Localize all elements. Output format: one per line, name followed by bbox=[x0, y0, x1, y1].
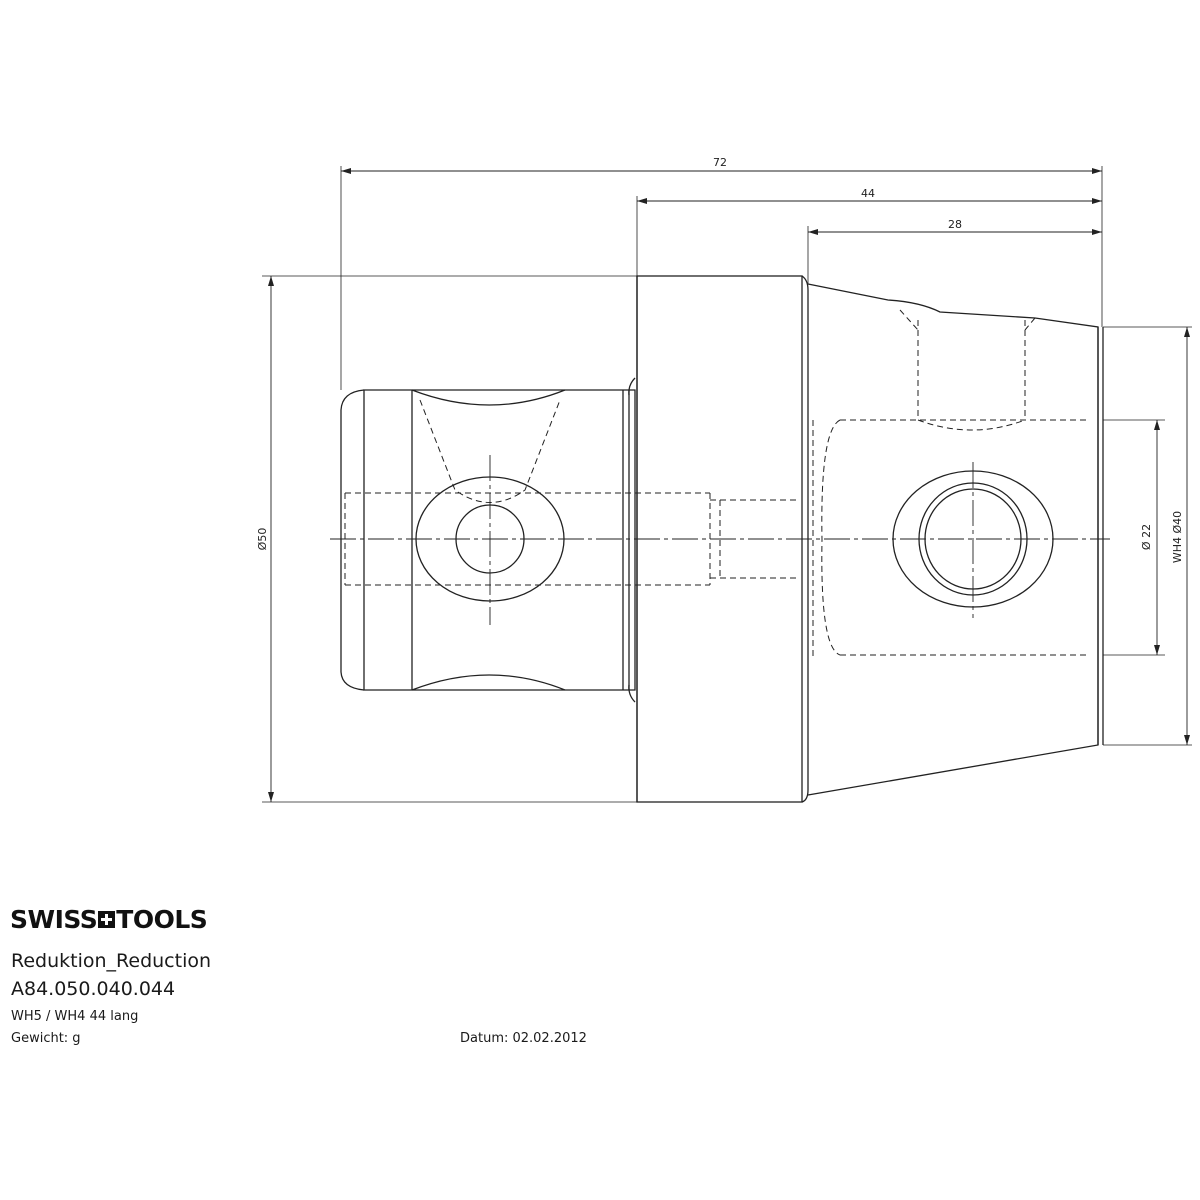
brand-logo: SWISS TOOLS bbox=[10, 902, 208, 936]
dim-diameter-22-label: Ø 22 bbox=[1140, 524, 1153, 550]
drawing-date: Datum: 02.02.2012 bbox=[460, 1031, 587, 1046]
part-spec: WH5 / WH4 44 lang bbox=[11, 1009, 139, 1024]
dim-72-label: 72 bbox=[713, 156, 727, 169]
center-lines bbox=[330, 455, 1110, 625]
dimension-lines bbox=[268, 168, 1190, 802]
brand-part1: SWISS bbox=[10, 904, 98, 934]
left-shank-chamfer bbox=[340, 389, 365, 691]
dim-28-label: 28 bbox=[948, 218, 962, 231]
part-weight: Gewicht: g bbox=[11, 1031, 81, 1046]
extension-lines bbox=[262, 166, 1192, 803]
swiss-cross-icon bbox=[98, 910, 116, 928]
dim-44-label: 44 bbox=[861, 187, 875, 200]
article-number: A84.050.040.044 bbox=[11, 978, 176, 1000]
title-block: SWISS TOOLS Reduktion_Reduction A84.050.0… bbox=[10, 902, 211, 1047]
left-shank bbox=[363, 389, 636, 691]
brand-part2: TOOLS bbox=[116, 904, 208, 934]
tapered-body bbox=[807, 283, 1099, 796]
part-name: Reduktion_Reduction bbox=[11, 950, 212, 972]
dim-diameter-50-label: Ø50 bbox=[256, 528, 269, 551]
dim-thread-40-label: WH4 Ø40 bbox=[1171, 511, 1184, 563]
